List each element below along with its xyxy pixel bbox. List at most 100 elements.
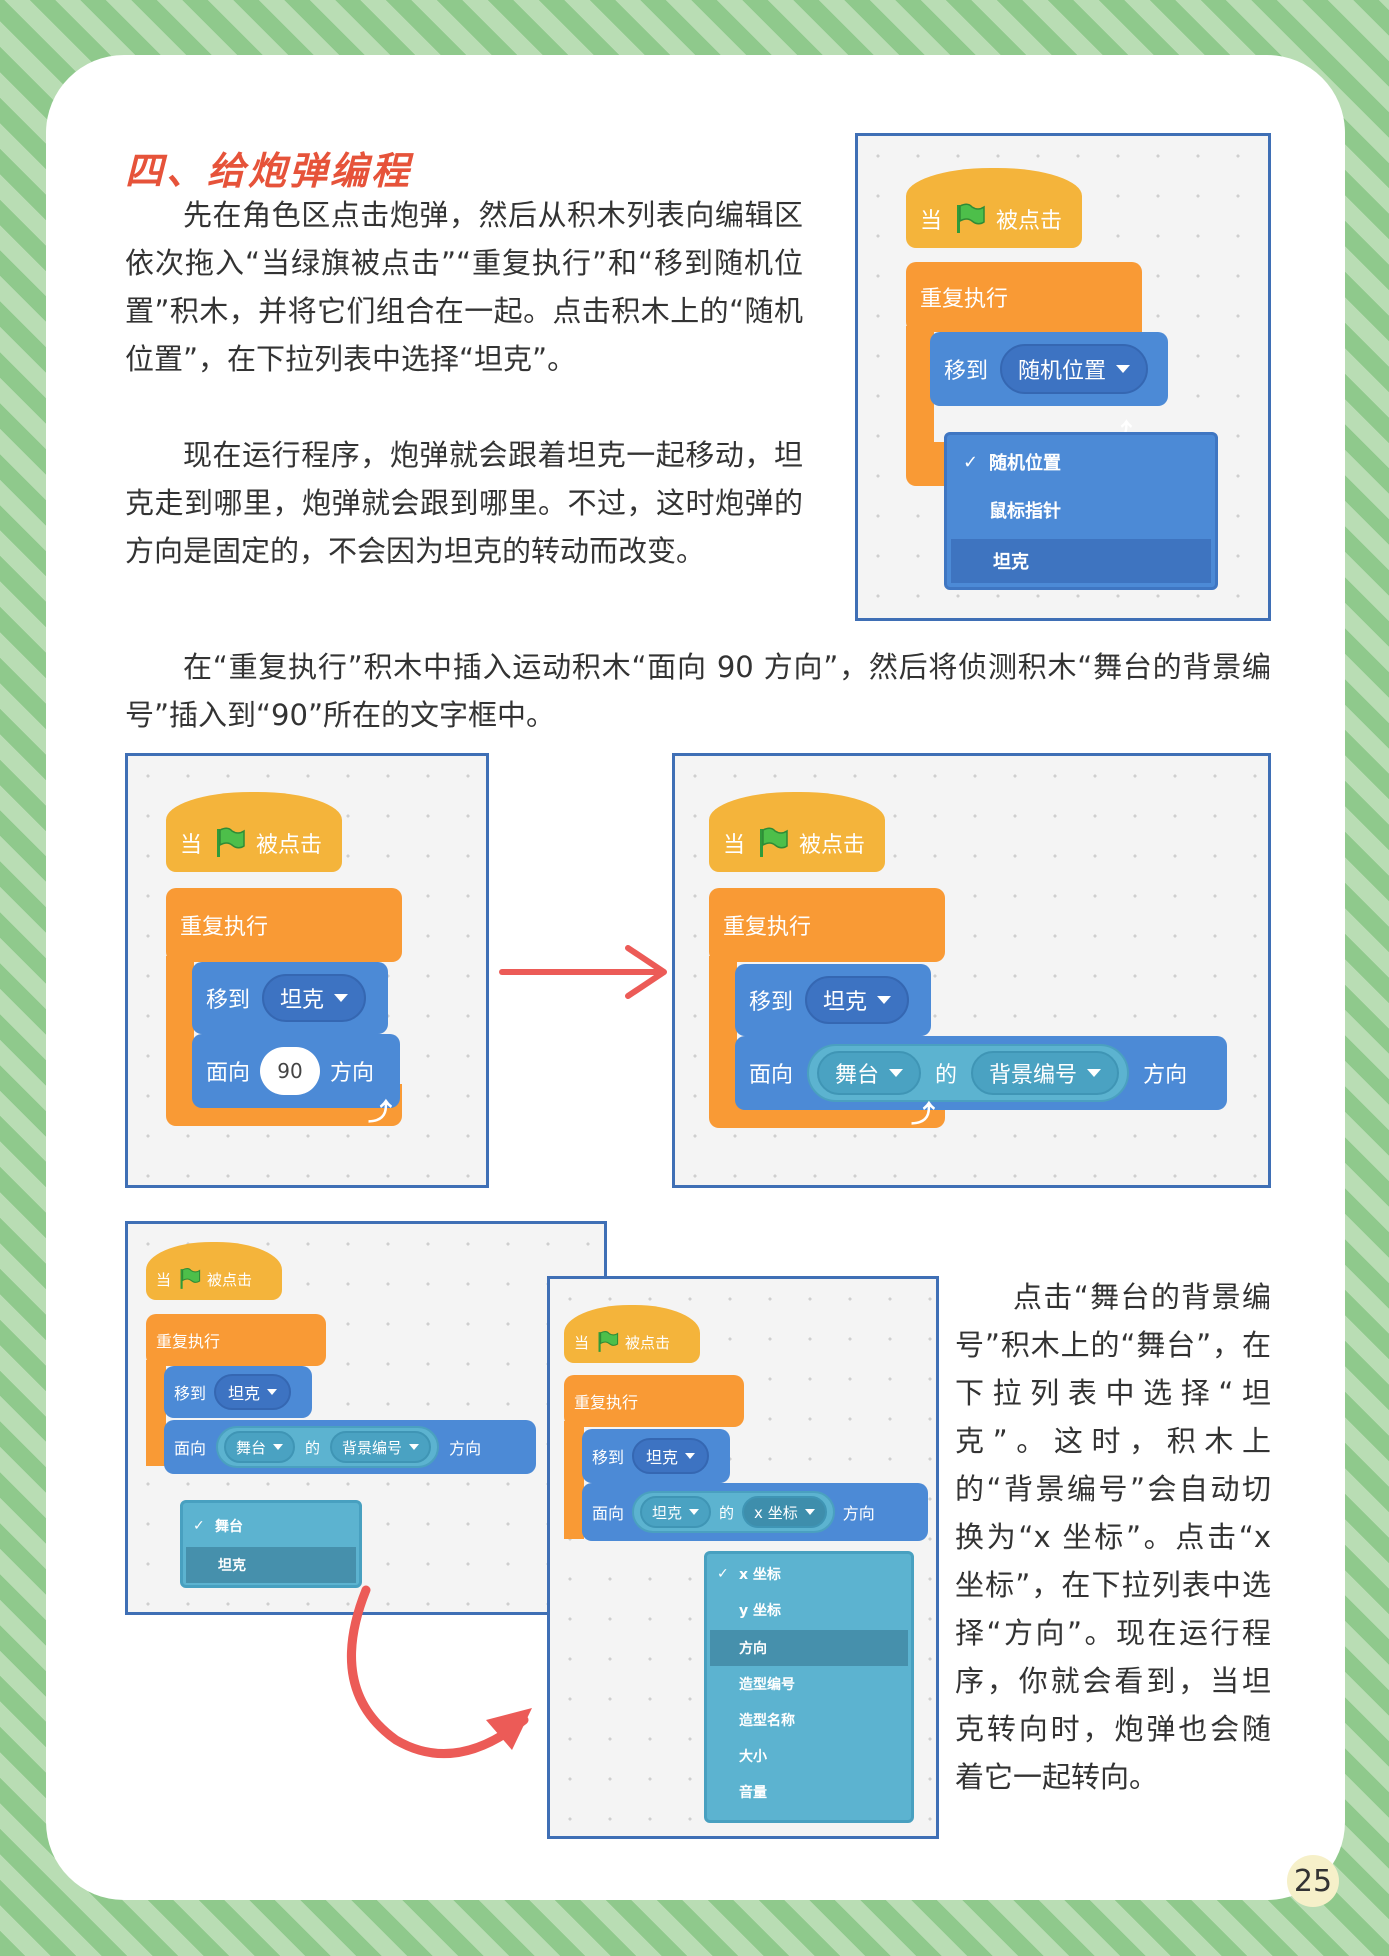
clicked-label: 被点击 bbox=[256, 833, 323, 858]
menu-item-label: x 坐标 bbox=[739, 1567, 781, 1583]
forever-block[interactable]: 重复执行 bbox=[906, 262, 1142, 332]
direction-label: 方向 bbox=[330, 1061, 375, 1086]
direction-number-input[interactable]: 90 bbox=[260, 1047, 321, 1095]
forever-arm bbox=[564, 1421, 584, 1539]
menu-item-label: 造型名称 bbox=[739, 1713, 795, 1729]
when-label: 当 bbox=[920, 209, 943, 234]
when-label: 当 bbox=[156, 1270, 172, 1289]
dropdown-menu-3: ✓ x 坐标 y 坐标 方向 造型编号 造型名称 大小 音量 bbox=[704, 1551, 914, 1823]
forever-block[interactable]: 重复执行 bbox=[564, 1375, 744, 1427]
green-flag-icon bbox=[957, 203, 985, 233]
menu-item-volume[interactable]: 音量 bbox=[707, 1776, 911, 1808]
sensing-of-block[interactable]: 舞台 的 背景编号 bbox=[807, 1044, 1130, 1102]
clicked-label: 被点击 bbox=[625, 1333, 671, 1352]
menu-item-direction[interactable]: 方向 bbox=[710, 1630, 908, 1666]
property-dropdown[interactable]: 背景编号 bbox=[971, 1051, 1120, 1095]
clicked-label: 被点击 bbox=[207, 1270, 253, 1289]
menu-item-label: 音量 bbox=[739, 1785, 767, 1801]
paragraph-4: 点击“舞台的背景编号”积木上的“舞台”，在下拉列表中选择“坦克”。这时，积木上的… bbox=[955, 1280, 1271, 1794]
paragraph-3: 在“重复执行”积木中插入运动积木“面向 90 方向”，然后将侦测积木“舞台的背景… bbox=[125, 650, 1271, 732]
when-flag-clicked-block[interactable]: 当 被点击 bbox=[564, 1305, 700, 1363]
goto-target-dropdown[interactable]: 随机位置 bbox=[1000, 344, 1149, 394]
of-label: 的 bbox=[719, 1503, 735, 1522]
checkmark-icon: ✓ bbox=[193, 1518, 205, 1534]
point-in-direction-block[interactable]: 面向 90 方向 bbox=[192, 1034, 400, 1108]
dropdown-value: 坦克 bbox=[646, 1448, 679, 1467]
goto-block[interactable]: 移到 坦克 bbox=[735, 964, 931, 1036]
dropdown-caret-icon bbox=[689, 1509, 700, 1515]
sensing-of-block[interactable]: 舞台 的 背景编号 bbox=[216, 1426, 440, 1468]
menu-item-label: 方向 bbox=[739, 1641, 767, 1657]
dropdown-caret-icon bbox=[267, 1389, 278, 1395]
when-label: 当 bbox=[574, 1333, 590, 1352]
goto-block[interactable]: 移到 坦克 bbox=[582, 1429, 730, 1483]
menu-item-mouse-pointer[interactable]: 鼠标指针 bbox=[947, 491, 1215, 529]
goto-target-dropdown[interactable]: 坦克 bbox=[632, 1438, 710, 1474]
goto-target-dropdown[interactable]: 坦克 bbox=[805, 976, 910, 1024]
forever-arm bbox=[906, 326, 934, 456]
menu-item-y-position[interactable]: y 坐标 bbox=[707, 1594, 911, 1626]
dropdown-menu-1: ✓ 随机位置 鼠标指针 坦克 bbox=[944, 432, 1218, 590]
menu-item-size[interactable]: 大小 bbox=[707, 1740, 911, 1772]
of-label: 的 bbox=[935, 1063, 958, 1088]
point-in-direction-block[interactable]: 面向 舞台 的 背景编号 方向 bbox=[164, 1420, 536, 1474]
menu-item-costume-number[interactable]: 造型编号 bbox=[707, 1668, 911, 1700]
green-flag-icon bbox=[760, 827, 788, 857]
when-label: 当 bbox=[723, 833, 746, 858]
sensing-of-block[interactable]: 坦克 的 x 坐标 bbox=[632, 1491, 835, 1533]
goto-label: 移到 bbox=[749, 990, 794, 1015]
screenshot-panel-3: 当 被点击 重复执行 移到 坦克 面向 舞台 的 背景编号 方 bbox=[672, 753, 1271, 1188]
menu-item-label: 舞台 bbox=[215, 1519, 243, 1535]
menu-item-random-position[interactable]: ✓ 随机位置 bbox=[947, 443, 1215, 481]
forever-block[interactable]: 重复执行 bbox=[166, 888, 402, 962]
goto-target-dropdown[interactable]: 坦克 bbox=[214, 1374, 292, 1410]
forever-block[interactable]: 重复执行 bbox=[146, 1314, 326, 1366]
menu-item-stage[interactable]: ✓ 舞台 bbox=[183, 1509, 359, 1543]
menu-item-tank[interactable]: 坦克 bbox=[951, 539, 1211, 583]
property-dropdown[interactable]: x 坐标 bbox=[742, 1496, 827, 1528]
dropdown-value: 坦克 bbox=[823, 990, 868, 1015]
dropdown-caret-icon bbox=[334, 994, 349, 1002]
goto-target-dropdown[interactable]: 坦克 bbox=[262, 974, 367, 1022]
dropdown-caret-icon bbox=[1087, 1069, 1102, 1077]
when-flag-clicked-block[interactable]: 当 被点击 bbox=[709, 792, 885, 872]
menu-item-label: 鼠标指针 bbox=[989, 501, 1061, 522]
object-dropdown[interactable]: 坦克 bbox=[640, 1496, 712, 1528]
point-in-direction-block[interactable]: 面向 舞台 的 背景编号 方向 bbox=[735, 1036, 1227, 1110]
paragraph-2: 现在运行程序，炮弹就会跟着坦克一起移动，坦克走到哪里，炮弹就会跟到哪里。不过，这… bbox=[125, 438, 803, 568]
point-in-direction-block[interactable]: 面向 坦克 的 x 坐标 方向 bbox=[582, 1483, 928, 1541]
forever-label: 重复执行 bbox=[574, 1393, 639, 1412]
menu-item-costume-name[interactable]: 造型名称 bbox=[707, 1704, 911, 1736]
dropdown-caret-icon bbox=[889, 1069, 904, 1077]
object-dropdown[interactable]: 舞台 bbox=[817, 1051, 922, 1095]
dropdown-caret-icon bbox=[804, 1509, 815, 1515]
goto-block[interactable]: 移到 坦克 bbox=[192, 962, 388, 1034]
point-in-label: 面向 bbox=[206, 1061, 251, 1086]
menu-item-tank[interactable]: 坦克 bbox=[186, 1547, 356, 1583]
dropdown-value: 背景编号 bbox=[989, 1063, 1078, 1088]
menu-item-label: 随机位置 bbox=[989, 453, 1061, 474]
when-flag-clicked-block[interactable]: 当 被点击 bbox=[146, 1242, 282, 1300]
clicked-label: 被点击 bbox=[996, 209, 1063, 234]
direction-label: 方向 bbox=[449, 1439, 482, 1458]
forever-block[interactable]: 重复执行 bbox=[709, 888, 945, 962]
when-flag-clicked-block[interactable]: 当 被点击 bbox=[166, 792, 342, 872]
menu-item-x-position[interactable]: ✓ x 坐标 bbox=[707, 1558, 911, 1590]
dropdown-value: 随机位置 bbox=[1018, 359, 1107, 384]
goto-label: 移到 bbox=[174, 1384, 207, 1403]
forever-arm bbox=[709, 956, 737, 1096]
green-flag-icon bbox=[598, 1331, 619, 1352]
goto-block[interactable]: 移到 随机位置 bbox=[930, 332, 1168, 406]
dropdown-caret-icon bbox=[877, 996, 892, 1004]
when-flag-clicked-block[interactable]: 当 被点击 bbox=[906, 168, 1082, 248]
menu-item-label: 大小 bbox=[739, 1749, 767, 1765]
goto-block[interactable]: 移到 坦克 bbox=[164, 1366, 312, 1418]
property-dropdown[interactable]: 背景编号 bbox=[330, 1431, 432, 1463]
object-dropdown[interactable]: 舞台 bbox=[224, 1431, 296, 1463]
forever-arm bbox=[166, 956, 194, 1096]
dropdown-value: 背景编号 bbox=[342, 1438, 403, 1457]
curved-arrow-icon bbox=[346, 1585, 532, 1759]
point-in-label: 面向 bbox=[592, 1504, 625, 1523]
direction-label: 方向 bbox=[1143, 1063, 1188, 1088]
dropdown-value: 坦克 bbox=[652, 1503, 683, 1522]
